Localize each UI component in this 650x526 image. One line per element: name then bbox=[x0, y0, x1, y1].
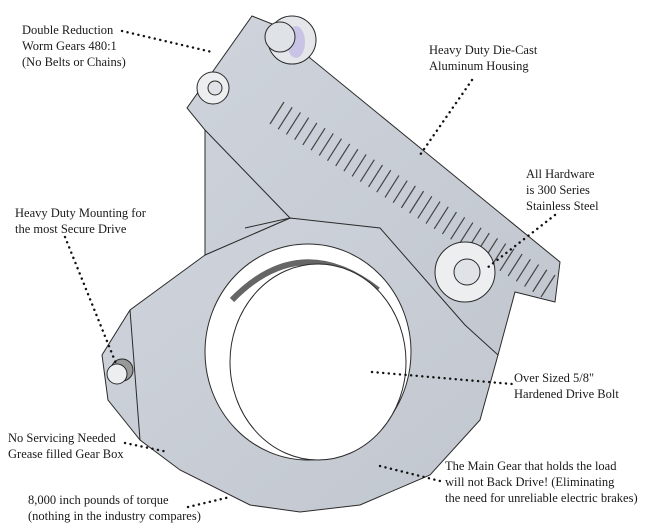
gear-tooth bbox=[400, 185, 416, 209]
gear-tooth bbox=[409, 190, 425, 214]
callout-main-gear: The Main Gear that holds the load will n… bbox=[445, 458, 638, 506]
callout-line: will not Back Drive! (Eliminating bbox=[445, 475, 615, 489]
callout-line: Hardened Drive Bolt bbox=[514, 387, 619, 401]
gear-tooth bbox=[458, 222, 474, 245]
gear-tooth bbox=[368, 164, 384, 188]
callout-line: The Main Gear that holds the load bbox=[445, 459, 617, 473]
gear-tooth bbox=[491, 243, 507, 266]
callout-line: Worm Gears 480:1 bbox=[22, 39, 117, 53]
gear-tooth bbox=[433, 206, 449, 230]
upper-washer bbox=[196, 71, 230, 105]
mounting-bolt bbox=[106, 358, 134, 385]
callout-hardware: All Hardware is 300 Series Stainless Ste… bbox=[526, 166, 599, 214]
callout-line: the need for unreliable electric brakes) bbox=[445, 491, 638, 505]
callout-line: 8,000 inch pounds of torque bbox=[28, 493, 169, 507]
gear-tooth bbox=[425, 201, 441, 224]
callout-line: Stainless Steel bbox=[526, 199, 599, 213]
callout-line: the most Secure Drive bbox=[15, 222, 127, 236]
gear-tooth bbox=[515, 258, 531, 282]
gear-tooth bbox=[499, 248, 515, 272]
gear-tooth bbox=[326, 138, 342, 162]
lower-washer bbox=[434, 241, 496, 303]
gear-tooth bbox=[302, 122, 318, 146]
callout-line: (No Belts or Chains) bbox=[22, 55, 126, 69]
callout-line: All Hardware bbox=[526, 167, 595, 181]
callout-torque: 8,000 inch pounds of torque (nothing in … bbox=[28, 492, 201, 524]
gear-tooth bbox=[277, 106, 293, 130]
callout-line: Heavy Duty Mounting for bbox=[15, 206, 146, 220]
gear-tooth bbox=[351, 154, 367, 177]
gear-tooth bbox=[450, 217, 466, 240]
gear-tooth bbox=[417, 196, 433, 219]
callout-line: Over Sized 5/8" bbox=[514, 371, 595, 385]
callout-housing: Heavy Duty Die-Cast Aluminum Housing bbox=[429, 42, 537, 74]
callout-line: Double Reduction bbox=[22, 23, 114, 37]
gear-tooth bbox=[524, 264, 540, 287]
gear-tooth bbox=[532, 269, 548, 293]
callout-servicing: No Servicing Needed Grease filled Gear B… bbox=[8, 430, 124, 462]
callout-line: Heavy Duty Die-Cast bbox=[429, 43, 538, 57]
gear-tooth bbox=[441, 211, 457, 235]
worm-gear-teeth bbox=[269, 101, 556, 298]
callout-line: is 300 Series bbox=[526, 183, 590, 197]
gear-tooth bbox=[376, 169, 392, 193]
gear-tooth bbox=[294, 117, 310, 141]
gear-tooth bbox=[359, 159, 375, 182]
callout-line: (nothing in the industry compares) bbox=[28, 509, 201, 523]
gear-tooth bbox=[384, 175, 400, 198]
drive-bolt-bore bbox=[229, 263, 407, 461]
gear-tooth bbox=[318, 133, 334, 156]
callout-drive-bolt: Over Sized 5/8" Hardened Drive Bolt bbox=[514, 370, 619, 402]
gear-tooth bbox=[343, 148, 359, 172]
callout-mounting: Heavy Duty Mounting for the most Secure … bbox=[15, 205, 146, 237]
gear-tooth bbox=[335, 143, 351, 167]
top-bolt bbox=[264, 15, 317, 65]
gear-tooth bbox=[310, 127, 326, 151]
gear-tooth bbox=[507, 253, 523, 277]
gear-tooth bbox=[392, 180, 408, 203]
callout-line: Aluminum Housing bbox=[429, 59, 529, 73]
callout-line: No Servicing Needed bbox=[8, 431, 116, 445]
gear-tooth bbox=[269, 101, 285, 125]
gear-tooth bbox=[285, 112, 301, 135]
leader-lines bbox=[63, 29, 557, 509]
gear-tooth bbox=[540, 274, 556, 298]
callout-line: Grease filled Gear Box bbox=[8, 447, 124, 461]
callout-worm-gears: Double Reduction Worm Gears 480:1 (No Be… bbox=[22, 22, 126, 70]
